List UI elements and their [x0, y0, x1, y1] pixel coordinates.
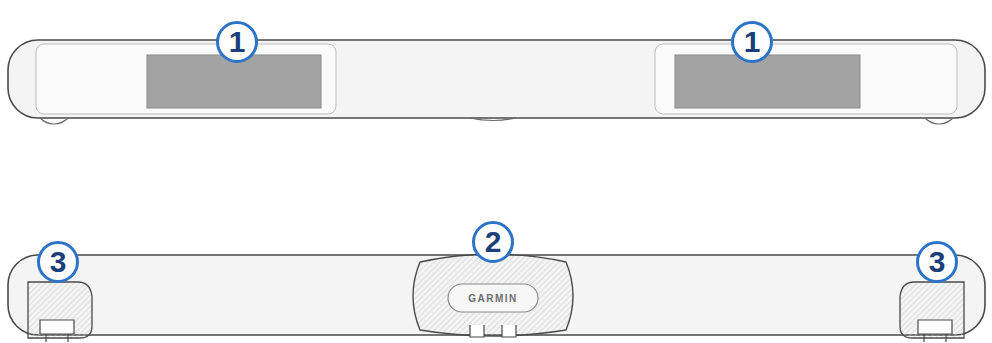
strap-front: [8, 254, 985, 342]
electrode: [147, 55, 321, 108]
callout-number: 1: [731, 21, 773, 63]
callout-number: 3: [916, 241, 958, 283]
clasp: [28, 282, 92, 338]
callout-number: 1: [216, 21, 258, 63]
clasp: [900, 282, 964, 338]
callout-number: 3: [37, 241, 79, 283]
callout-number: 2: [472, 221, 514, 263]
hr-module: [413, 254, 573, 336]
electrode: [675, 55, 860, 108]
brand-logo: GARMIN: [466, 293, 520, 304]
strap-back: [8, 40, 985, 124]
